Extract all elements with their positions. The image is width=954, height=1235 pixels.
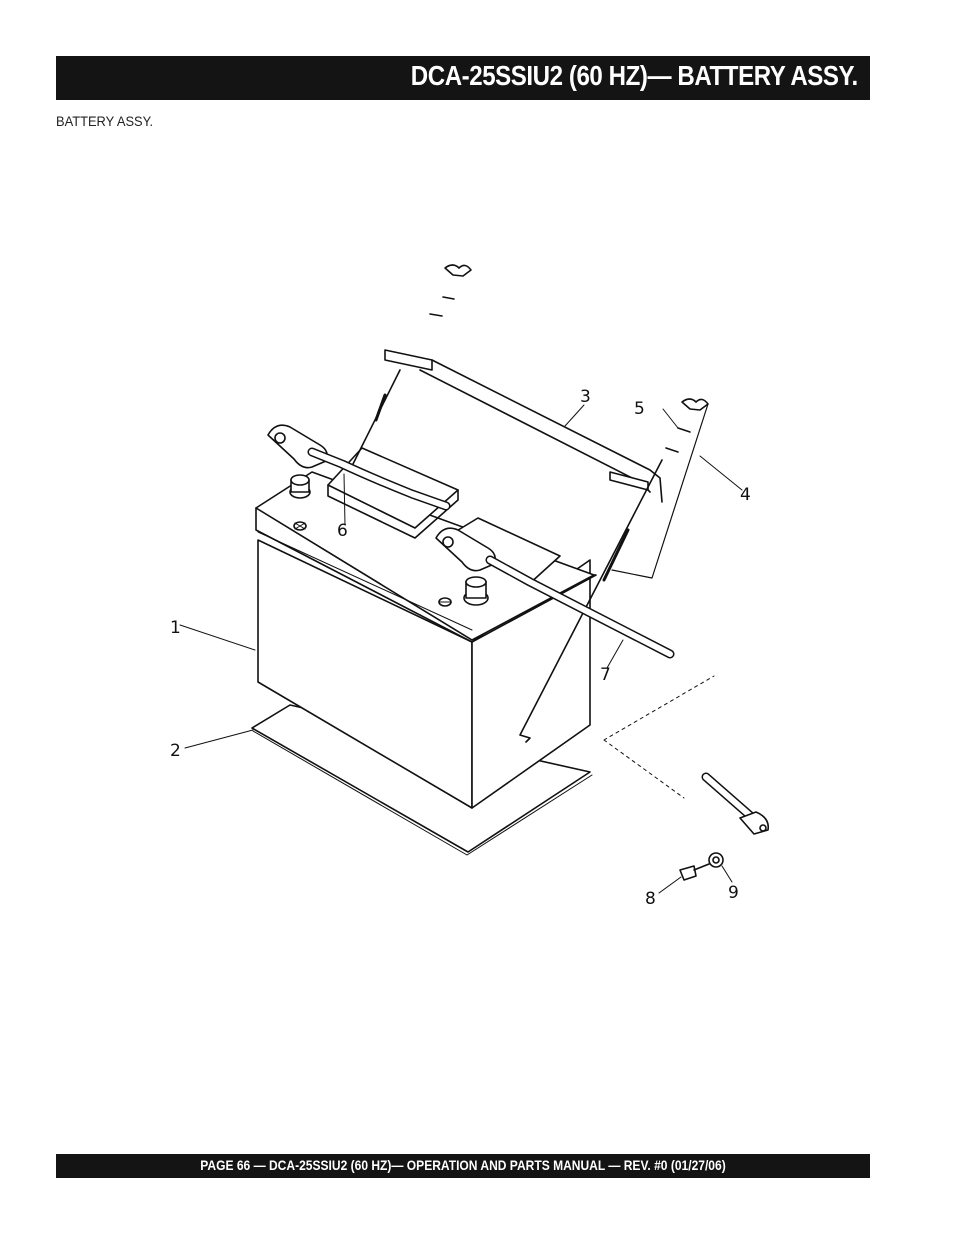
bolt-and-lock-washer [679,852,724,881]
section-subtitle: BATTERY ASSY. [56,113,154,129]
callout-5: 5 [634,399,645,419]
footer-bar: PAGE 66 — DCA-25SSIU2 (60 HZ)— OPERATION… [56,1154,870,1178]
callout-1: 1 [170,618,181,638]
page-title: DCA-25SSIU2 (60 HZ)— BATTERY ASSY. [410,60,858,91]
callout-2: 2 [170,741,181,761]
callout-labels: 1 2 3 4 5 6 7 8 9 [170,387,751,909]
callout-8: 8 [645,889,656,909]
callout-6: 6 [337,521,348,541]
wing-nut-washer-parts [429,264,709,453]
header-bar: DCA-25SSIU2 (60 HZ)— BATTERY ASSY. [56,56,870,100]
footer-text: PAGE 66 — DCA-25SSIU2 (60 HZ)— OPERATION… [200,1157,726,1173]
callout-3: 3 [580,387,591,407]
callout-9: 9 [728,883,739,903]
callout-4: 4 [740,485,751,505]
positive-cable [267,424,451,511]
j-bolts [349,369,663,743]
negative-cable [435,527,770,835]
callout-7: 7 [600,665,611,685]
